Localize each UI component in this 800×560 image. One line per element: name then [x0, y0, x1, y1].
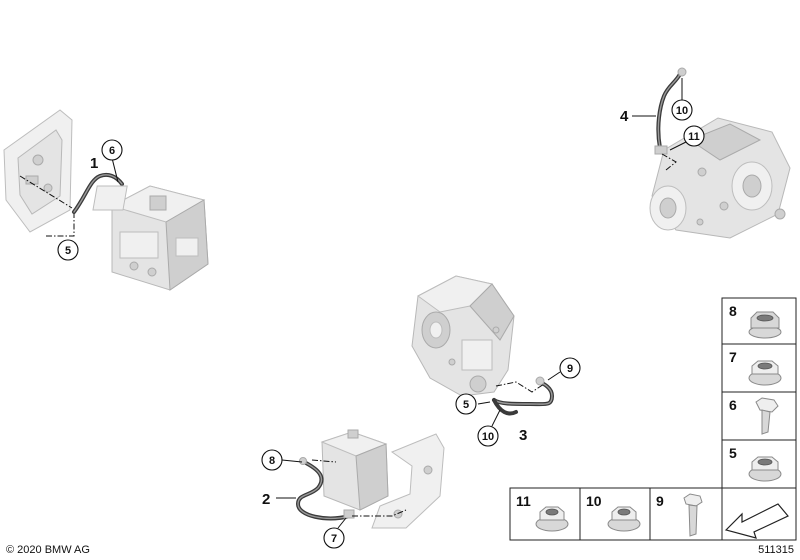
hardware-cell-5: 5 — [721, 439, 797, 489]
top-left-assembly: 1 6 5 — [3, 109, 209, 291]
hardware-cell-11: 11 — [509, 487, 581, 541]
flange-nut-icon — [748, 456, 782, 482]
support-bracket — [371, 433, 445, 529]
item-label-2: 2 — [262, 491, 270, 508]
leader-line — [337, 517, 347, 529]
flange-nut-icon — [748, 360, 782, 386]
ground-cable-4-highlight — [657, 73, 681, 149]
callout-5-top-left: 5 — [57, 239, 79, 261]
hardware-cell-9: 9 — [649, 487, 723, 541]
cable-terminal — [677, 67, 687, 77]
leader-line — [111, 157, 119, 183]
reference-line — [311, 459, 337, 463]
copyright-text: © 2020 BMW AG — [6, 544, 90, 556]
svg-text:10: 10 — [586, 493, 602, 509]
bracket-hole — [32, 154, 44, 166]
item-label-4: 4 — [620, 108, 629, 125]
ground-cable-3-highlight — [493, 381, 553, 405]
ground-cable-3 — [492, 380, 554, 407]
reference-line — [352, 509, 407, 517]
svg-text:9: 9 — [656, 493, 664, 509]
hardware-cell-6: 6 — [721, 391, 797, 441]
leader-line — [491, 409, 501, 427]
cable-terminal — [654, 145, 668, 155]
hardware-row: 11 10 9 — [509, 487, 797, 541]
reference-line — [46, 212, 75, 237]
svg-text:9: 9 — [567, 363, 573, 375]
bracket-hole — [43, 183, 53, 193]
svg-text:6: 6 — [729, 397, 737, 413]
flange-nut-icon — [748, 311, 782, 339]
flange-nut-icon — [535, 506, 569, 532]
cable-terminal — [535, 376, 545, 386]
item-label-1: 1 — [90, 155, 98, 172]
callout-5-center: 5 — [455, 393, 477, 415]
control-unit — [92, 185, 209, 291]
leader-line — [281, 459, 303, 463]
ground-cable-3-tail — [492, 398, 518, 416]
svg-text:10: 10 — [676, 105, 688, 117]
hex-bolt-icon — [755, 397, 779, 435]
svg-text:8: 8 — [729, 303, 737, 319]
leader-line — [547, 371, 561, 381]
svg-text:8: 8 — [269, 455, 275, 467]
reference-line — [495, 381, 545, 393]
svg-text:7: 7 — [729, 349, 737, 365]
orientation-arrow-cell — [721, 487, 797, 541]
hardware-cell-10: 10 — [579, 487, 651, 541]
hardware-cell-8: 8 — [721, 297, 797, 345]
svg-text:11: 11 — [688, 131, 700, 143]
ground-cable-1-highlight — [73, 174, 123, 213]
ground-cable-2-highlight — [297, 461, 351, 519]
rear-differential — [649, 117, 791, 239]
callout-10-center: 10 — [477, 425, 499, 447]
hardware-column: 8 7 6 — [721, 297, 797, 489]
callout-11-top-right: 11 — [683, 125, 705, 147]
callout-6-top-left: 6 — [101, 139, 123, 161]
diagram-id: 511315 — [758, 544, 794, 556]
hex-bolt-icon — [683, 493, 703, 537]
reference-line — [19, 175, 73, 209]
svg-text:5: 5 — [729, 445, 737, 461]
hardware-cell-7: 7 — [721, 343, 797, 393]
reference-line — [661, 153, 677, 171]
svg-text:6: 6 — [109, 145, 115, 157]
callout-10-top-right: 10 — [671, 99, 693, 121]
center-assembly: 3 9 5 10 — [411, 275, 581, 447]
leader-line — [477, 401, 491, 405]
svg-text:5: 5 — [463, 399, 469, 411]
callout-7-bottom: 7 — [323, 527, 345, 549]
svg-text:7: 7 — [331, 533, 337, 545]
callout-9-center: 9 — [559, 357, 581, 379]
cable-terminal — [299, 457, 307, 465]
cable-terminal — [343, 509, 355, 519]
bracket-slot — [25, 175, 39, 185]
flange-nut-icon — [607, 506, 641, 532]
direction-arrow-icon — [724, 503, 789, 539]
leader-line — [669, 141, 687, 151]
item-label-3: 3 — [519, 427, 527, 444]
top-right-assembly: 4 10 11 — [620, 67, 791, 239]
callout-8-bottom: 8 — [261, 449, 283, 471]
transfer-case — [411, 275, 515, 397]
svg-text:5: 5 — [65, 245, 71, 257]
svg-text:11: 11 — [516, 493, 531, 509]
bracket-face — [17, 129, 63, 215]
battery — [320, 429, 389, 511]
svg-text:10: 10 — [482, 431, 494, 443]
bottom-assembly: 2 8 7 — [261, 429, 445, 549]
